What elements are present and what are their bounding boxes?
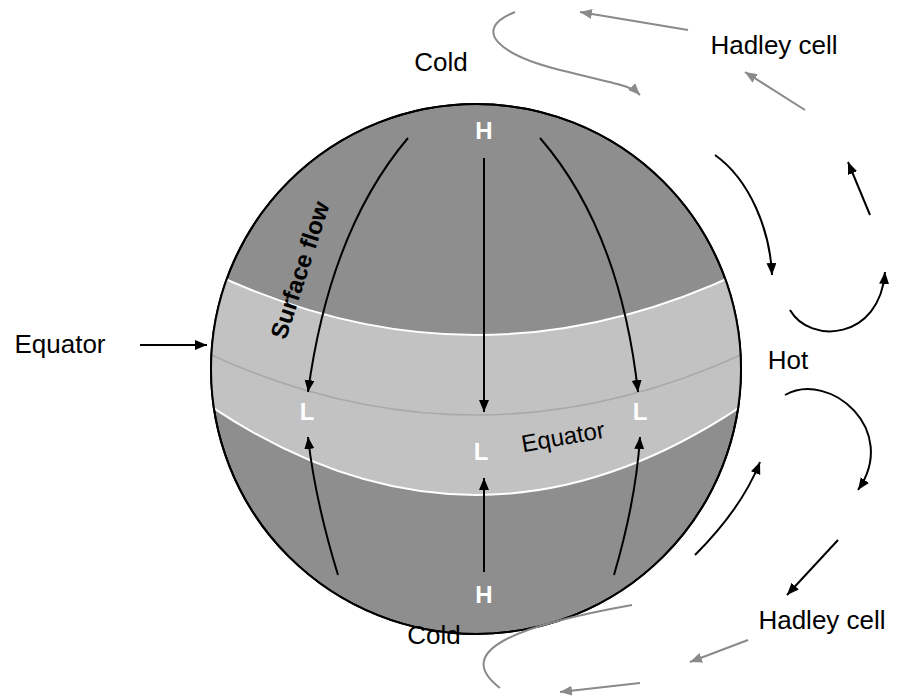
circulation-arrow bbox=[484, 605, 632, 688]
pressure-label: H bbox=[475, 582, 492, 608]
globe bbox=[190, 104, 762, 634]
flow-arrow bbox=[483, 478, 485, 572]
circulation-arrow bbox=[745, 72, 805, 110]
pressure-label: H bbox=[475, 118, 492, 144]
equator-band bbox=[190, 262, 762, 495]
circulation-arrow bbox=[715, 155, 772, 275]
hadley-upper-gray bbox=[493, 12, 805, 110]
flow-label: Surface flow bbox=[265, 198, 334, 342]
pressure-label: L bbox=[633, 399, 648, 425]
pressure-label: L bbox=[300, 399, 315, 425]
flow-arrow bbox=[483, 158, 485, 412]
region-label: Hot bbox=[768, 346, 808, 375]
circulation-arrow bbox=[848, 162, 870, 215]
pointer-arrow bbox=[140, 344, 207, 346]
flow-arrow bbox=[308, 437, 338, 575]
circulation-arrow bbox=[690, 640, 748, 662]
region-label: Cold bbox=[414, 48, 467, 77]
flow-arrow bbox=[308, 138, 408, 392]
band-edge bbox=[190, 392, 762, 495]
equator-label: Equator bbox=[14, 330, 105, 359]
flow-arrow bbox=[540, 138, 638, 392]
equator-label: Equator bbox=[519, 417, 606, 458]
circulation-arrow bbox=[785, 389, 871, 490]
circulation-arrow bbox=[787, 540, 838, 595]
circulation-arrow bbox=[580, 12, 688, 30]
equator-pointer bbox=[140, 344, 207, 346]
hadley-upper-black bbox=[715, 155, 885, 331]
circulation-arrow bbox=[493, 12, 640, 95]
circulation-arrow bbox=[560, 683, 640, 692]
cell-label: Hadley cell bbox=[758, 606, 885, 635]
circulation-arrow bbox=[790, 272, 885, 331]
globe-outline bbox=[211, 104, 741, 634]
circulation-arrow bbox=[695, 462, 760, 555]
pressure-label: L bbox=[474, 439, 489, 465]
equator-line bbox=[190, 345, 762, 415]
hadley-lower-gray bbox=[484, 605, 748, 692]
cell-label: Hadley cell bbox=[710, 31, 837, 60]
surface-flow-arrows bbox=[308, 138, 640, 575]
flow-arrow bbox=[614, 437, 640, 575]
region-label: Cold bbox=[407, 621, 460, 650]
hadley-lower-black bbox=[695, 389, 871, 595]
